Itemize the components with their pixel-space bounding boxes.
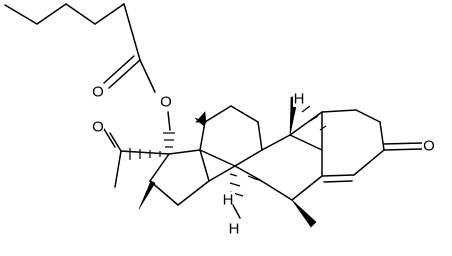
ester-carbonyl-oxygen-label: O [92, 84, 104, 101]
c9-hydrogen-label: H [294, 91, 305, 108]
hash-c9-h [301, 105, 327, 131]
c14-hydrogen-label: H [223, 192, 234, 209]
ester-oxygen-label: O [160, 94, 172, 111]
ester-bond [167, 111, 171, 131]
atom-labels: O O O O H H H [92, 84, 436, 238]
ring-a [289, 109, 423, 183]
acetyl-oxygen-label: O [92, 119, 104, 136]
c8-h-bridge [232, 204, 241, 219]
c8-hydrogen-label: H [229, 221, 240, 238]
ring-b [234, 134, 323, 201]
ring-ketone-oxygen-label: O [423, 138, 435, 155]
ring-c [199, 105, 263, 182]
hash-bonds [129, 105, 327, 197]
ring-d [149, 149, 210, 206]
hash-c8-h [247, 175, 264, 183]
hash-c17-acetyl [129, 148, 161, 160]
wedge-bonds [138, 96, 317, 228]
hexanoyl-chain [4, 3, 156, 93]
hash-c17-oxygen [163, 132, 175, 148]
acetyl-group [103, 128, 170, 188]
